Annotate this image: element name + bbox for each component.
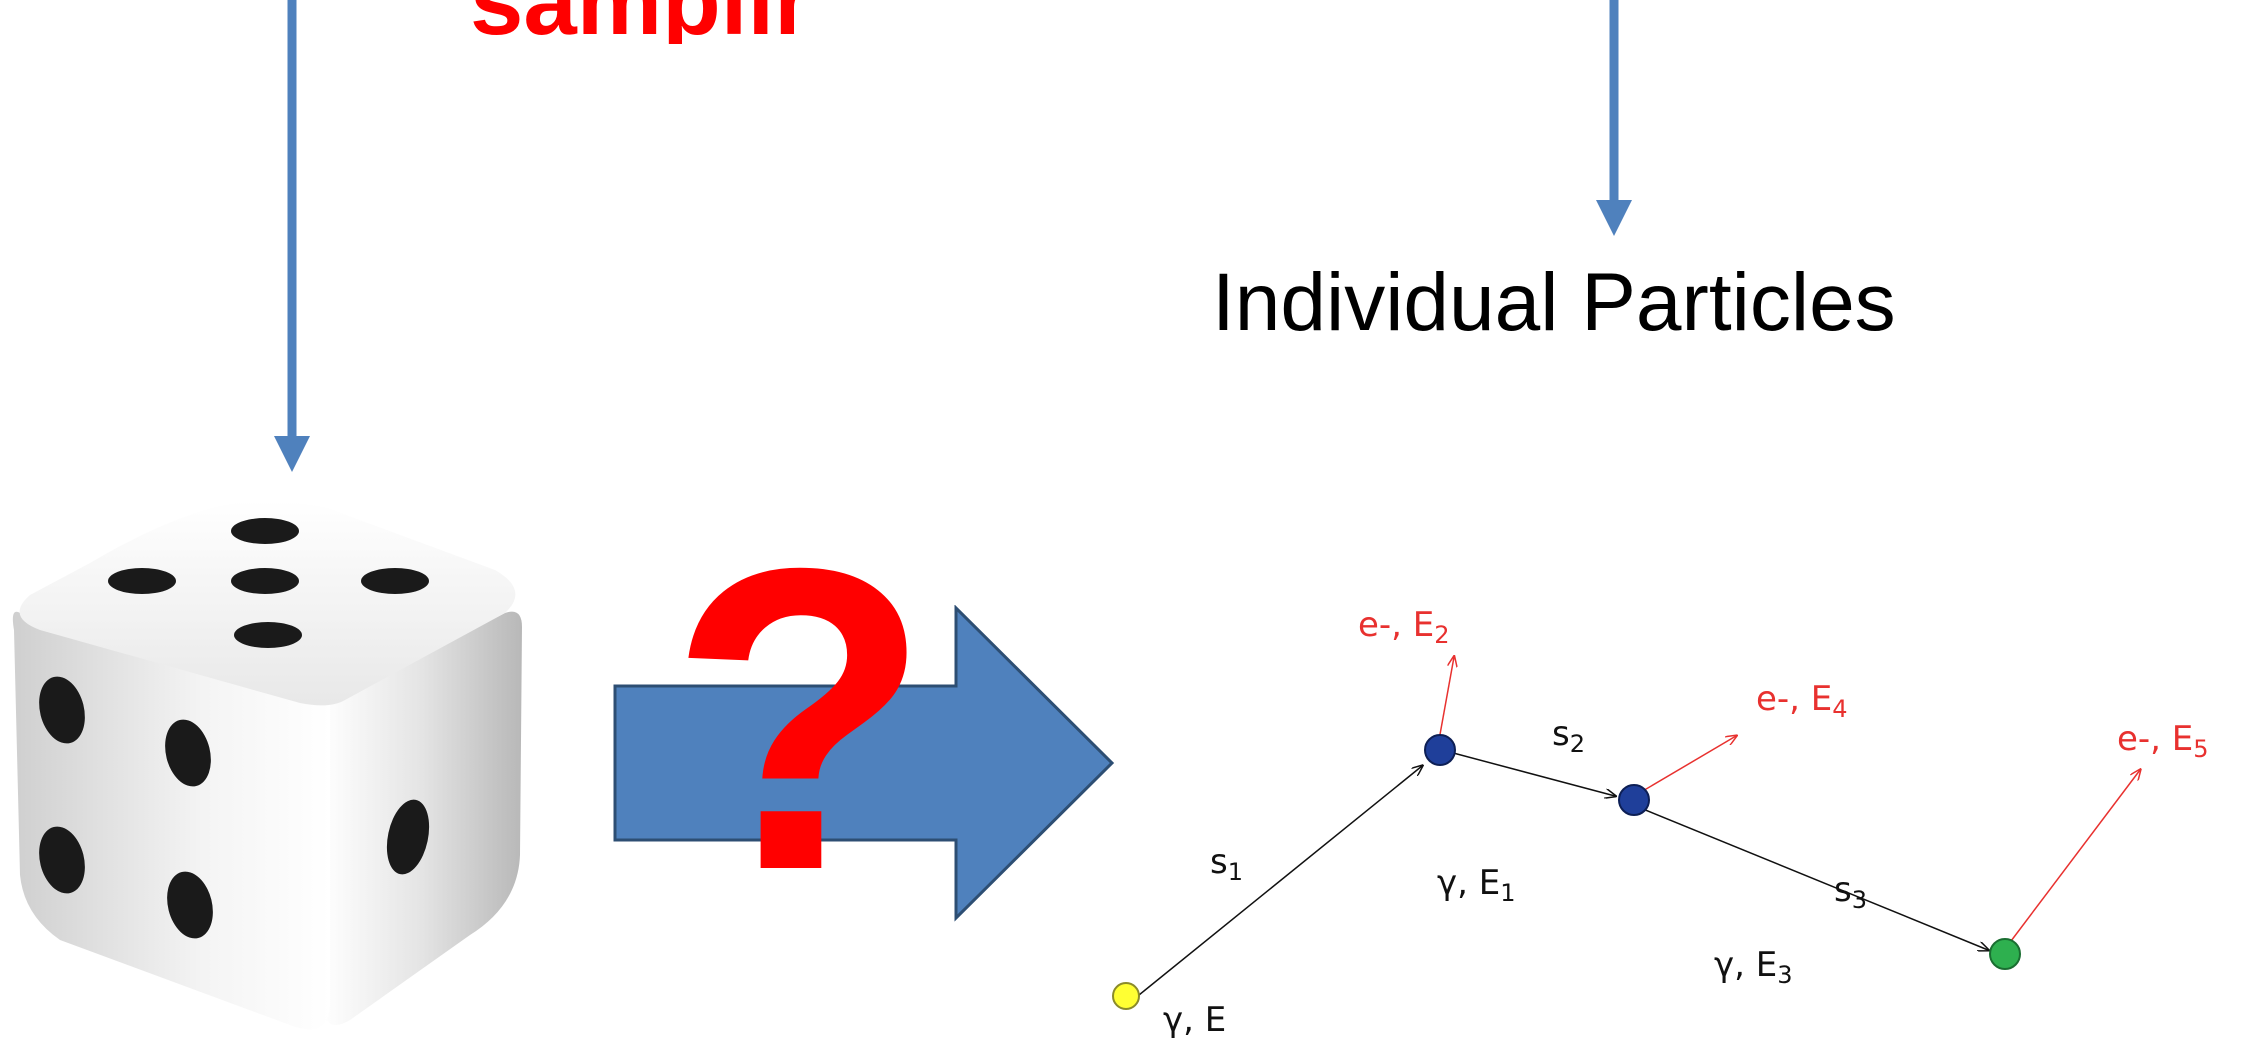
individual-particles-label: Individual Particles [1212, 257, 1896, 348]
label-step-s1: s1 [1210, 842, 1243, 886]
label-photon-e3: γ, E3 [1714, 945, 1793, 989]
left-down-arrow-icon [274, 0, 310, 472]
label-photon-initial: γ, E [1163, 1000, 1227, 1040]
label-electron-e2: e-, E2 [1358, 605, 1450, 649]
end-point [1989, 938, 2021, 970]
start-point [1112, 982, 1140, 1010]
interaction-point-1 [1424, 734, 1456, 766]
label-electron-e5: e-, E5 [2117, 719, 2209, 763]
dice-icon [12, 500, 522, 1030]
particle-path-diagram [1112, 600, 2249, 1010]
label-step-s2: s2 [1552, 714, 1585, 758]
label-photon-e1: γ, E1 [1437, 863, 1516, 907]
path-segment-s2 [1441, 749, 1615, 796]
right-down-arrow-icon [1596, 0, 1632, 236]
question-mark: ? [668, 480, 932, 960]
electron-track-e4 [1635, 736, 1736, 796]
big-right-arrow-icon[interactable] [612, 605, 1117, 925]
label-electron-e4: e-, E4 [1756, 679, 1848, 723]
label-step-s3: s3 [1834, 870, 1867, 914]
path-segment-s3 [1637, 806, 1988, 950]
interaction-point-2 [1618, 784, 1650, 816]
path-segment-s1 [1138, 766, 1422, 996]
electron-track-e5 [2007, 770, 2140, 946]
electron-track-e2 [1438, 657, 1454, 741]
title-fragment-text: sampling [470, 0, 800, 44]
title-fragment: sampling [470, 0, 800, 44]
